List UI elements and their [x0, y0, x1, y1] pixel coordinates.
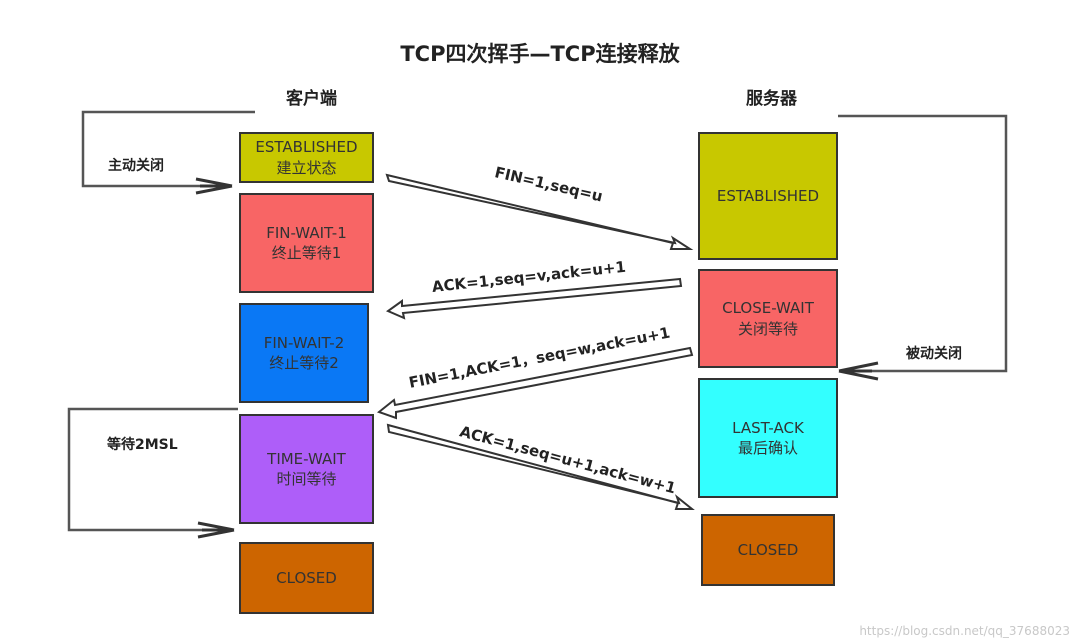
client-state-time-wait: TIME-WAIT 时间等待	[239, 414, 374, 524]
wait-2msl-label: 等待2MSL	[107, 437, 178, 453]
client-state-established: ESTABLISHED 建立状态	[239, 132, 374, 183]
client-state-fin-wait-1: FIN-WAIT-1 终止等待1	[239, 193, 374, 293]
client-state-closed: CLOSED	[239, 542, 374, 614]
passive-close-bracket	[838, 114, 1008, 373]
msg-arrow-ack	[385, 277, 683, 320]
active-close-bracket	[81, 110, 255, 188]
active-close-label: 主动关闭	[108, 158, 164, 174]
state-desc: 终止等待1	[271, 244, 342, 262]
state-name: TIME-WAIT	[267, 449, 346, 468]
watermark: https://blog.csdn.net/qq_37688023	[859, 624, 1070, 638]
server-header: 服务器	[746, 89, 797, 109]
client-state-fin-wait-2: FIN-WAIT-2 终止等待2	[239, 303, 369, 403]
server-state-close-wait: CLOSE-WAIT 关闭等待	[698, 269, 838, 368]
diagram-title: TCP四次挥手—TCP连接释放	[400, 42, 680, 66]
msg-arrow-last-ack	[386, 423, 695, 510]
state-name: ESTABLISHED	[255, 138, 358, 157]
state-desc: 终止等待2	[269, 354, 339, 372]
state-desc: 建立状态	[276, 158, 337, 177]
server-state-last-ack: LAST-ACK 最后确认	[698, 378, 838, 498]
state-desc: 最后确认	[737, 439, 798, 457]
state-name: ESTABLISHED	[716, 186, 820, 205]
state-name: FIN-WAIT-2	[263, 333, 345, 352]
client-header: 客户端	[286, 89, 337, 109]
active-close-arrowhead	[195, 177, 233, 195]
passive-close-label: 被动关闭	[906, 346, 962, 362]
state-name: FIN-WAIT-1	[266, 223, 347, 242]
msg-arrow-fin	[385, 173, 694, 250]
state-name: LAST-ACK	[732, 418, 804, 437]
state-name: CLOSED	[276, 568, 337, 587]
server-state-established: ESTABLISHED	[698, 132, 838, 260]
state-desc: 关闭等待	[737, 319, 798, 338]
state-desc: 时间等待	[276, 470, 337, 488]
server-state-closed: CLOSED	[701, 514, 835, 586]
passive-close-arrowhead	[838, 361, 879, 381]
state-name: CLOSE-WAIT	[722, 299, 814, 318]
state-name: CLOSED	[737, 540, 799, 559]
msg-arrow-fin-ack	[376, 346, 694, 420]
wait-2msl-bracket	[67, 407, 238, 532]
wait-2msl-arrowhead	[197, 521, 235, 539]
